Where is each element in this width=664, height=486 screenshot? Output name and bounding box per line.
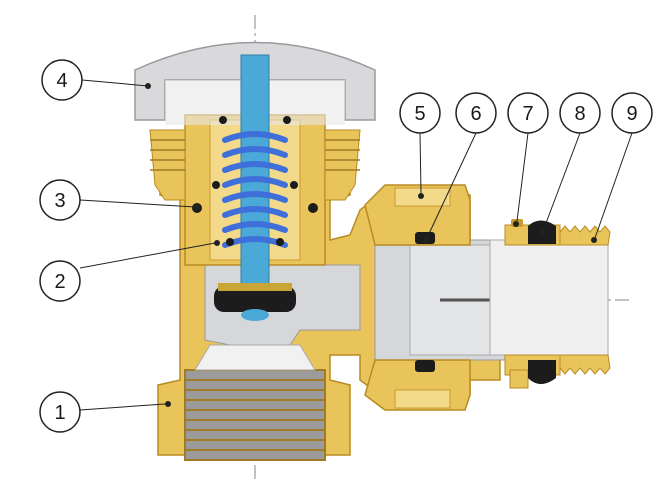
- callout-3-label: 3: [54, 190, 65, 212]
- leader-lines: [79, 79, 633, 411]
- callout-5: 5: [399, 92, 441, 134]
- callout-3: 3: [39, 179, 81, 221]
- tailpiece-thread: [559, 225, 611, 246]
- callout-4: 4: [41, 59, 83, 101]
- callout-2-label: 2: [54, 271, 65, 293]
- callout-4-label: 4: [56, 70, 67, 92]
- callout-target-dots: [145, 83, 597, 407]
- union-tailpiece: [374, 224, 611, 389]
- bottom-thread: [184, 369, 326, 461]
- spindle: [240, 54, 270, 291]
- callout-6: 6: [455, 92, 497, 134]
- callout-2: 2: [39, 260, 81, 302]
- callout-8-label: 8: [574, 103, 585, 125]
- callout-1-label: 1: [54, 402, 65, 424]
- valve-disc: [214, 283, 296, 321]
- callout-5-label: 5: [414, 103, 425, 125]
- callout-9-label: 9: [626, 103, 637, 125]
- callout-7-label: 7: [522, 103, 533, 125]
- callout-9: 9: [611, 92, 653, 134]
- callout-8: 8: [559, 92, 601, 134]
- callout-1: 1: [39, 391, 81, 433]
- callout-6-label: 6: [470, 103, 481, 125]
- union-nut: [364, 184, 471, 411]
- callout-7: 7: [507, 92, 549, 134]
